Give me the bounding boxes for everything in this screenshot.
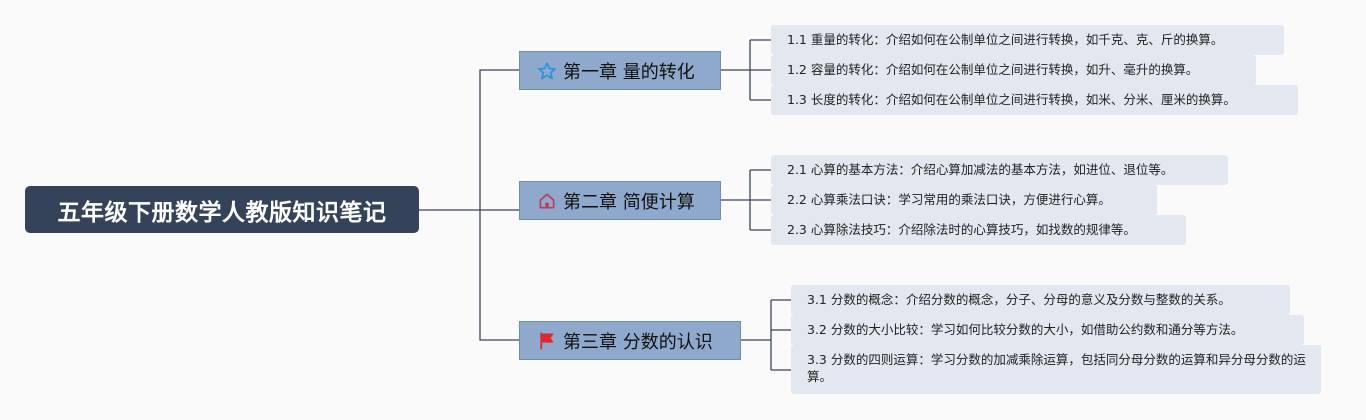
- connector-root-ch3: [479, 210, 519, 341]
- leaf-1-1[interactable]: 1.1 重量的转化：介绍如何在公制单位之间进行转换，如千克、克、斤的换算。: [771, 25, 1284, 55]
- leaf-2-3-text: 2.3 心算除法技巧：介绍除法时的心算技巧，如找数的规律等。: [787, 222, 1136, 237]
- leaf-2-1[interactable]: 2.1 心算的基本方法：介绍心算加减法的基本方法，如进位、退位等。: [771, 155, 1228, 185]
- leaf-3-1[interactable]: 3.1 分数的概念：介绍分数的概念，分子、分母的意义及分数与整数的关系。: [791, 285, 1290, 315]
- chapter-3-label: 第三章 分数的认识: [563, 331, 713, 353]
- leaf-2-3[interactable]: 2.3 心算除法技巧：介绍除法时的心算技巧，如找数的规律等。: [771, 215, 1186, 245]
- leaf-1-1-text: 1.1 重量的转化：介绍如何在公制单位之间进行转换，如千克、克、斤的换算。: [787, 32, 1224, 47]
- leaf-1-2-text: 1.2 容量的转化：介绍如何在公制单位之间进行转换，如升、毫升的换算。: [787, 62, 1199, 77]
- connector-ch3-leaves: [770, 299, 791, 371]
- chapter-2-label: 第二章 简便计算: [563, 191, 695, 213]
- leaf-3-1-text: 3.1 分数的概念：介绍分数的概念，分子、分母的意义及分数与整数的关系。: [807, 292, 1231, 307]
- leaf-1-3[interactable]: 1.3 长度的转化：介绍如何在公制单位之间进行转换，如米、分米、厘米的换算。: [771, 85, 1298, 115]
- leaf-3-2-text: 3.2 分数的大小比较：学习如何比较分数的大小，如借助公约数和通分等方法。: [807, 322, 1244, 337]
- leaf-2-2-text: 2.2 心算乘法口诀：学习常用的乘法口诀，方便进行心算。: [787, 192, 1111, 207]
- leaf-1-2[interactable]: 1.2 容量的转化：介绍如何在公制单位之间进行转换，如升、毫升的换算。: [771, 55, 1256, 85]
- flag-icon: [536, 330, 558, 352]
- leaf-2-2[interactable]: 2.2 心算乘法口诀：学习常用的乘法口诀，方便进行心算。: [771, 185, 1157, 215]
- chapter-1-label: 第一章 量的转化: [563, 61, 695, 83]
- chapter-1-node[interactable]: 第一章 量的转化: [519, 51, 721, 90]
- connector-root-ch1: [479, 69, 519, 210]
- chapter-2-node[interactable]: 第二章 简便计算: [519, 181, 721, 220]
- chapter-3-node[interactable]: 第三章 分数的认识: [519, 321, 741, 360]
- leaf-1-3-text: 1.3 长度的转化：介绍如何在公制单位之间进行转换，如米、分米、厘米的换算。: [787, 92, 1236, 107]
- star-icon: [536, 60, 558, 82]
- connector-ch2-leaves: [749, 169, 771, 231]
- leaf-2-1-text: 2.1 心算的基本方法：介绍心算加减法的基本方法，如进位、退位等。: [787, 162, 1174, 177]
- root-topic[interactable]: 五年级下册数学人教版知识笔记: [25, 186, 419, 233]
- connector-ch1-leaves: [749, 39, 771, 101]
- leaf-3-3-text: 3.3 分数的四则运算：学习分数的加减乘除运算，包括同分母分数的运算和异分母分数…: [807, 352, 1306, 384]
- leaf-3-3[interactable]: 3.3 分数的四则运算：学习分数的加减乘除运算，包括同分母分数的运算和异分母分数…: [791, 345, 1321, 394]
- home-icon: [536, 190, 558, 212]
- leaf-3-2[interactable]: 3.2 分数的大小比较：学习如何比较分数的大小，如借助公约数和通分等方法。: [791, 315, 1304, 345]
